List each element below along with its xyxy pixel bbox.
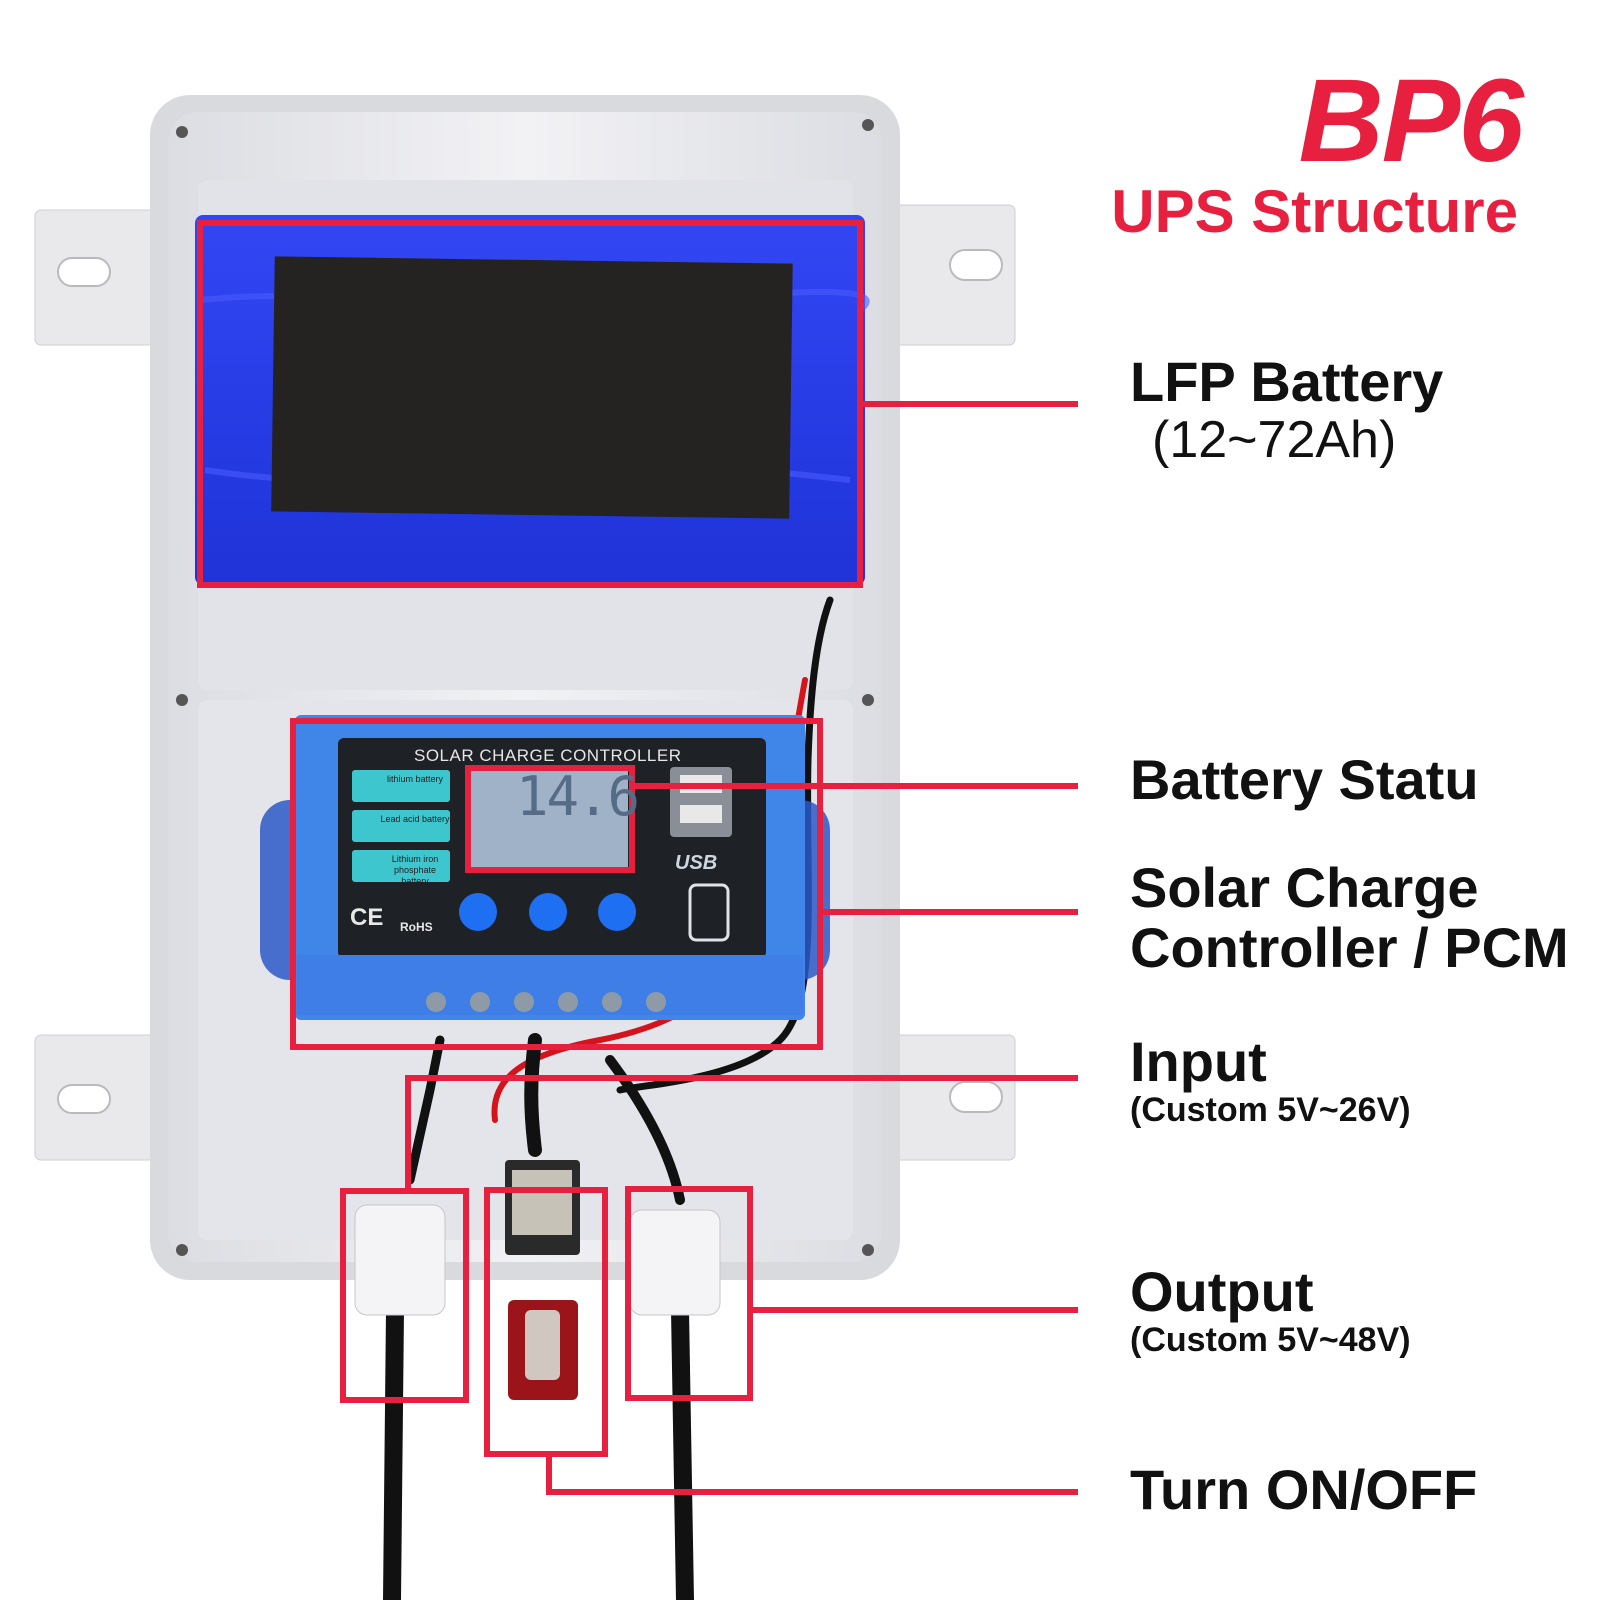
scc-callout-box — [290, 718, 823, 1050]
controller-face-title: SOLAR CHARGE CONTROLLER — [414, 746, 682, 765]
callout-input: Input (Custom 5V~26V) — [1130, 1030, 1411, 1130]
input-leader — [405, 1075, 1078, 1191]
diagram-subtitle: UPS Structure — [1111, 178, 1518, 245]
output-callout-box — [625, 1186, 753, 1401]
callout-markers — [197, 220, 1078, 1495]
battery-type-lithium: lithium battery — [352, 770, 450, 802]
lfp-battery-pack — [195, 215, 870, 585]
callout-output-title: Output — [1130, 1260, 1314, 1323]
callout-switch-title: Turn ON/OFF — [1130, 1458, 1478, 1521]
callout-input-title: Input — [1130, 1030, 1267, 1093]
usb-label: USB — [675, 852, 718, 874]
rocker-switch — [505, 1160, 580, 1400]
callout-scc: Solar Charge Controller / PCM — [1130, 856, 1569, 980]
callout-status-title: Battery Statu — [1130, 748, 1479, 811]
callout-switch: Turn ON/OFF — [1130, 1458, 1478, 1521]
callout-scc-title-line2: Controller / PCM — [1130, 916, 1569, 980]
callout-battery-detail: (12~72Ah) — [1152, 411, 1397, 470]
input-callout-box — [340, 1188, 469, 1403]
callout-status: Battery Statu — [1130, 748, 1479, 811]
cable-glands — [354, 1204, 721, 1316]
callout-output: Output (Custom 5V~48V) — [1130, 1260, 1411, 1360]
product-model-title: BP6 — [1298, 55, 1524, 187]
ce-mark: CE — [350, 904, 384, 931]
lcd-voltage-reading: 14.6 — [516, 765, 640, 828]
battery-type-lifepo4: Lithium iron phosphate battery — [352, 850, 450, 886]
callout-output-detail: (Custom 5V~48V) — [1130, 1321, 1411, 1360]
status-callout-box — [465, 765, 635, 873]
battery-type-lead-acid: Lead acid battery — [352, 810, 450, 842]
callout-scc-title: Solar Charge — [1130, 856, 1479, 919]
callout-battery-title: LFP Battery — [1130, 350, 1444, 413]
mounting-tabs — [34, 204, 1016, 1161]
callout-input-detail: (Custom 5V~26V) — [1130, 1091, 1411, 1130]
callout-battery: LFP Battery (12~72Ah) — [1130, 350, 1444, 470]
switch-leader — [546, 1454, 1078, 1495]
rohs-mark: RoHS — [400, 920, 433, 934]
